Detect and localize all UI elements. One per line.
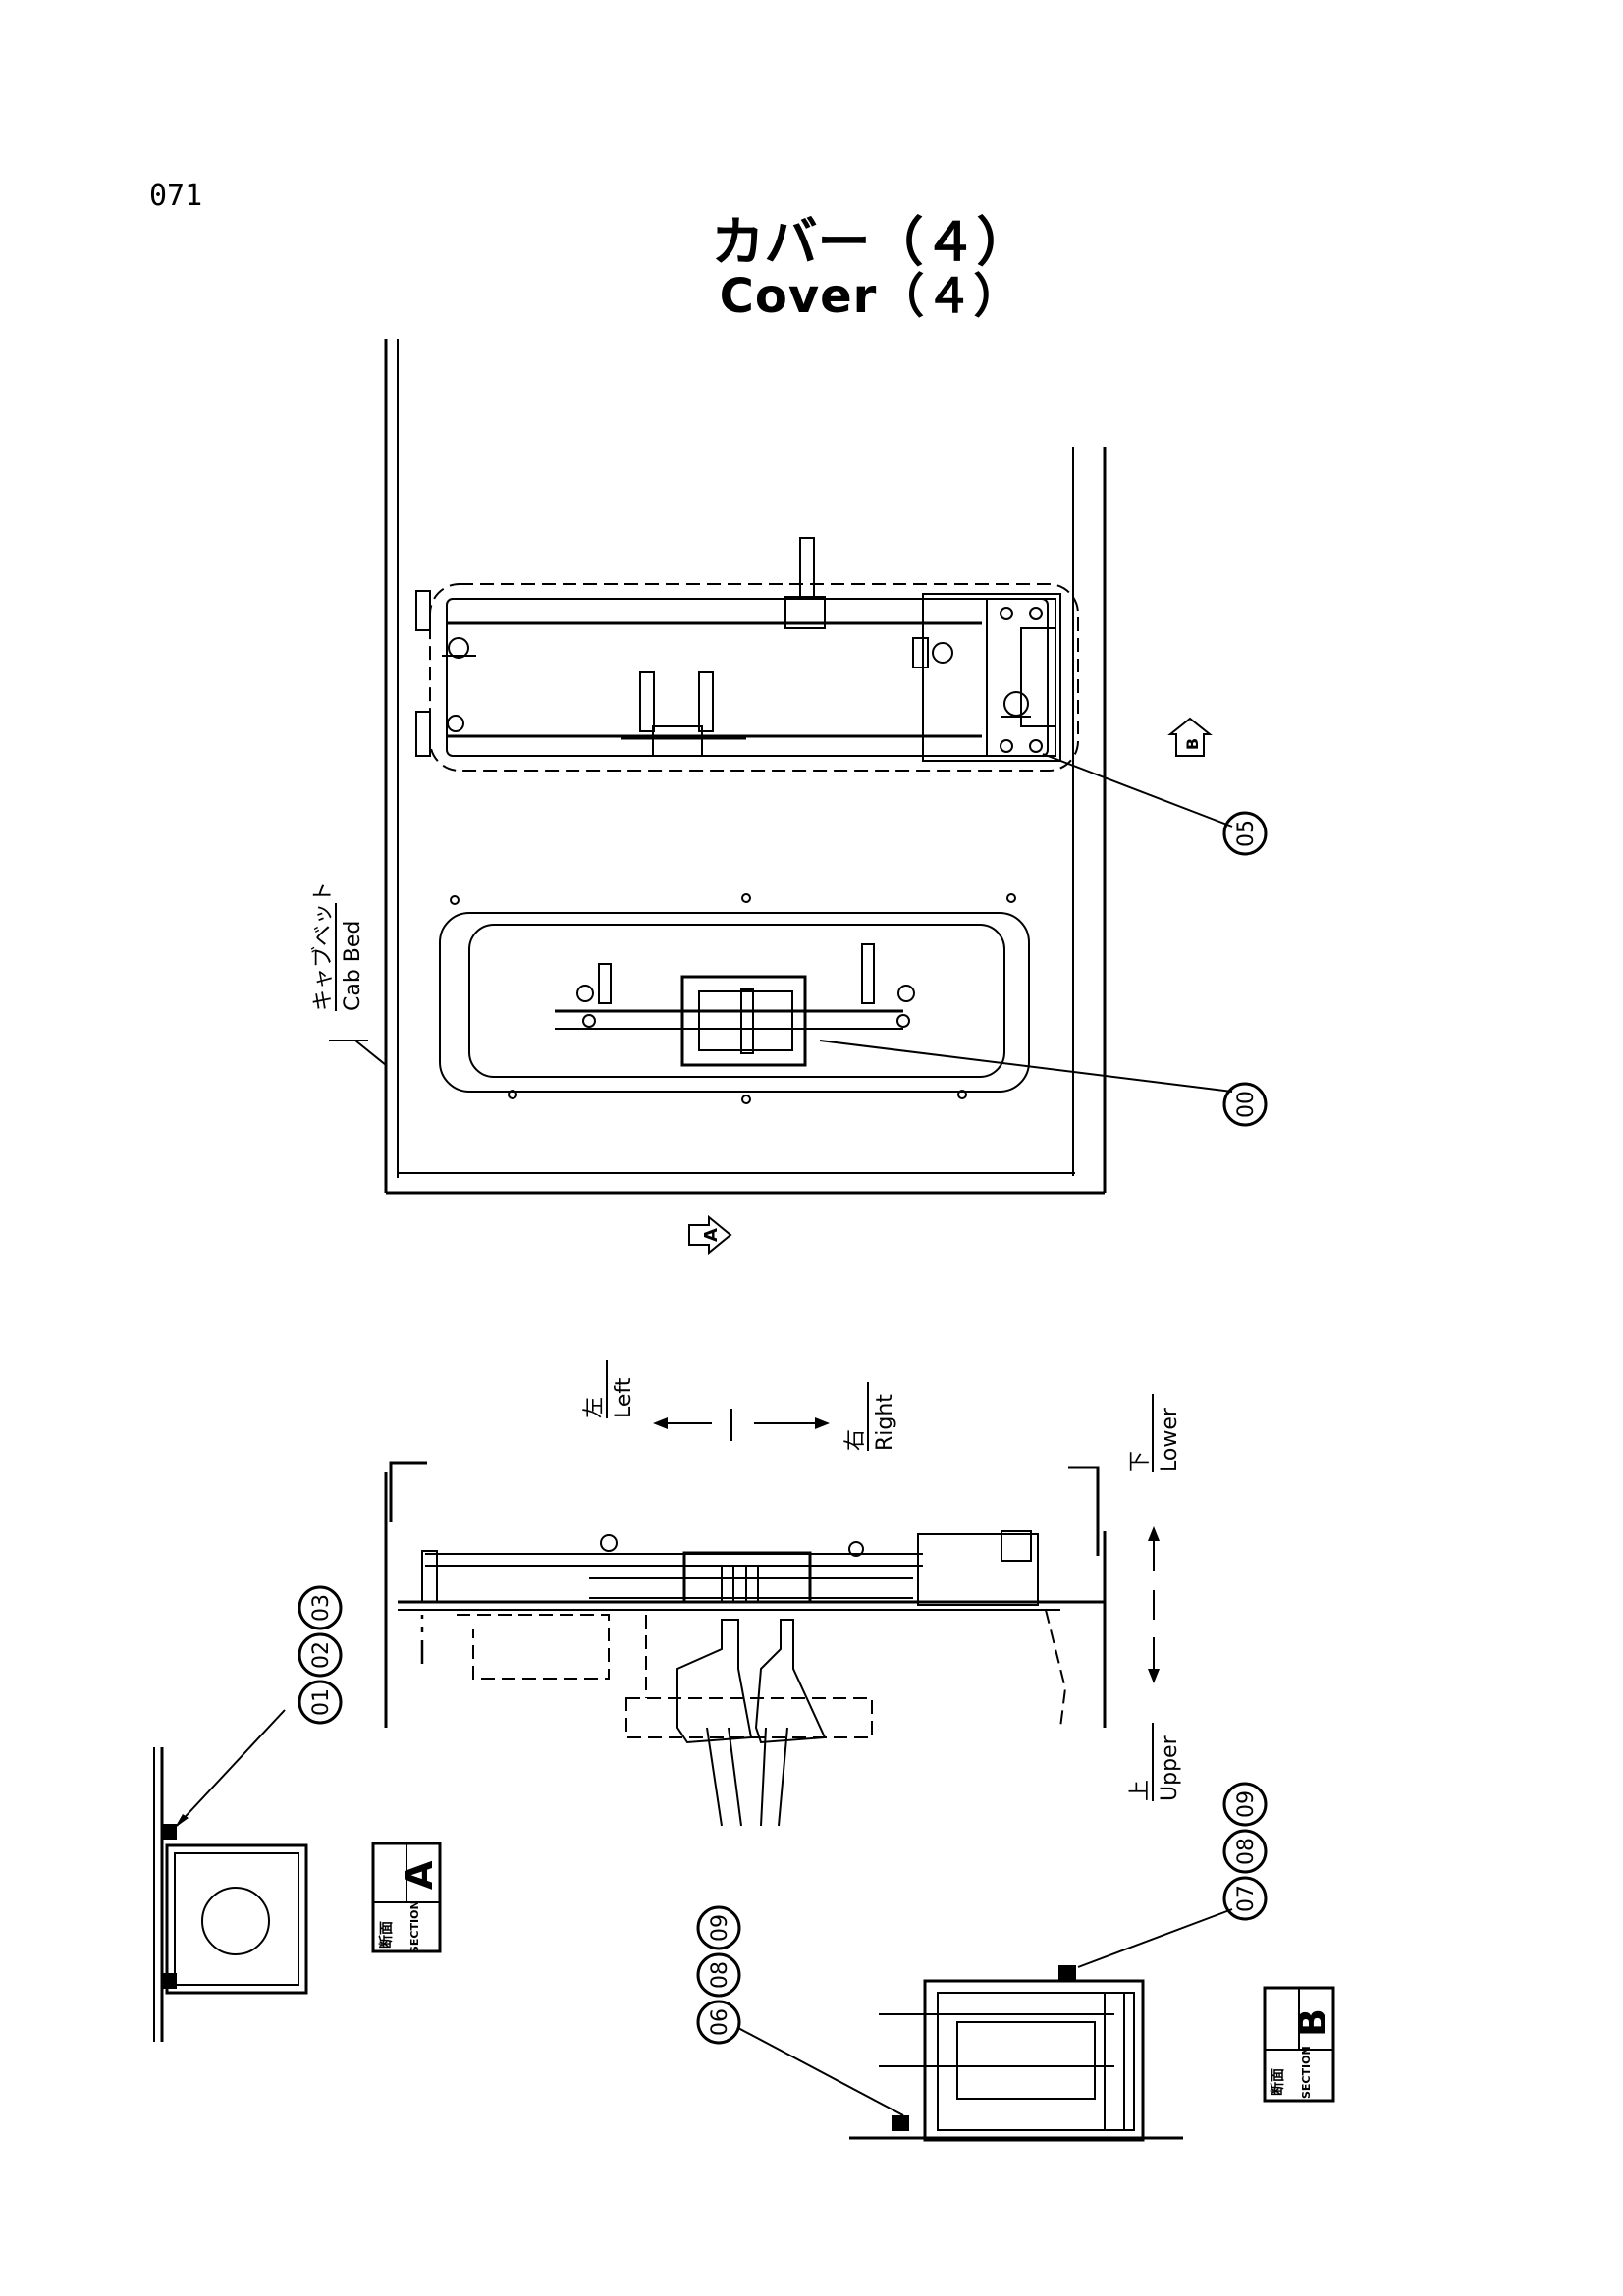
callout-07: 07 — [1222, 1876, 1268, 1921]
direction-left-label: 左 Left — [582, 1360, 636, 1418]
direction-upper-label: 上 Upper — [1128, 1723, 1182, 1801]
callout-05-text: 05 — [1234, 820, 1259, 847]
direction-right-label: 右 Right — [843, 1382, 897, 1451]
callout-03-text: 03 — [309, 1594, 334, 1622]
title-english: Cover（４） — [719, 269, 1022, 324]
section-b-letter: B — [1291, 2008, 1334, 2037]
upper-en: Upper — [1158, 1735, 1182, 1801]
section-a-en: SECTION — [408, 1900, 421, 1953]
title-japanese: カバー（４） — [711, 211, 1030, 273]
lower-en: Lower — [1158, 1407, 1182, 1472]
view-arrow-b-letter: B — [1183, 738, 1202, 750]
section-a-tag: 断面 SECTION A — [371, 1842, 442, 1953]
cab-bed-label: キャブベット Cab Bed — [311, 881, 365, 1011]
section-b-tag: 断面 SECTION B — [1263, 1986, 1335, 2103]
left-en: Left — [612, 1377, 636, 1418]
upper-jp: 上 — [1128, 1780, 1153, 1801]
left-jp: 左 — [582, 1397, 607, 1418]
callout-09-b-text: 09 — [1234, 1790, 1259, 1818]
section-a-jp: 断面 — [378, 1921, 395, 1949]
callout-01: 01 — [298, 1680, 343, 1725]
section-a-letter: A — [398, 1860, 441, 1890]
callout-09-a: 09 — [696, 1905, 741, 1950]
section-b-jp: 断面 — [1270, 2068, 1286, 2096]
view-arrow-a-letter: A — [701, 1228, 722, 1242]
callout-08-b-text: 08 — [1234, 1838, 1259, 1865]
lower-jp: 下 — [1128, 1451, 1153, 1472]
view-arrow-a: A — [688, 1214, 732, 1255]
section-b-en: SECTION — [1300, 2046, 1313, 2099]
callout-09-b: 09 — [1222, 1782, 1268, 1827]
section-a-view: 断面 SECTION A — [153, 1709, 442, 2042]
direction-lower-label: 下 Lower — [1128, 1394, 1182, 1472]
right-jp: 右 — [843, 1429, 868, 1451]
callout-07-text: 07 — [1234, 1885, 1259, 1912]
callout-09-a-text: 09 — [708, 1914, 732, 1942]
callout-05: 05 — [1222, 811, 1268, 856]
page-number: 071 — [149, 179, 203, 213]
callout-03: 03 — [298, 1585, 343, 1630]
callout-02-text: 02 — [309, 1641, 334, 1669]
callout-08-b: 08 — [1222, 1829, 1268, 1874]
callout-02: 02 — [298, 1632, 343, 1678]
callout-06: 06 — [696, 2000, 741, 2045]
cab-bed-jp: キャブベット — [311, 881, 336, 1011]
right-en: Right — [873, 1394, 897, 1451]
callout-06-text: 06 — [708, 2008, 732, 2036]
cab-bed-en: Cab Bed — [341, 921, 365, 1011]
top-view: B A キャブベット Cab Bed — [311, 339, 1233, 1255]
callout-00: 00 — [1222, 1082, 1268, 1127]
callout-01-text: 01 — [309, 1688, 334, 1716]
callout-08-a-text: 08 — [708, 1961, 732, 1989]
callout-00-text: 00 — [1234, 1091, 1259, 1118]
front-view: 左 Left 右 Right 下 Lower 上 Upper — [384, 1360, 1182, 1827]
view-arrow-b: B — [1167, 717, 1213, 757]
callout-08-a: 08 — [696, 1952, 741, 1998]
section-b-view: 断面 SECTION B — [737, 1908, 1335, 2142]
